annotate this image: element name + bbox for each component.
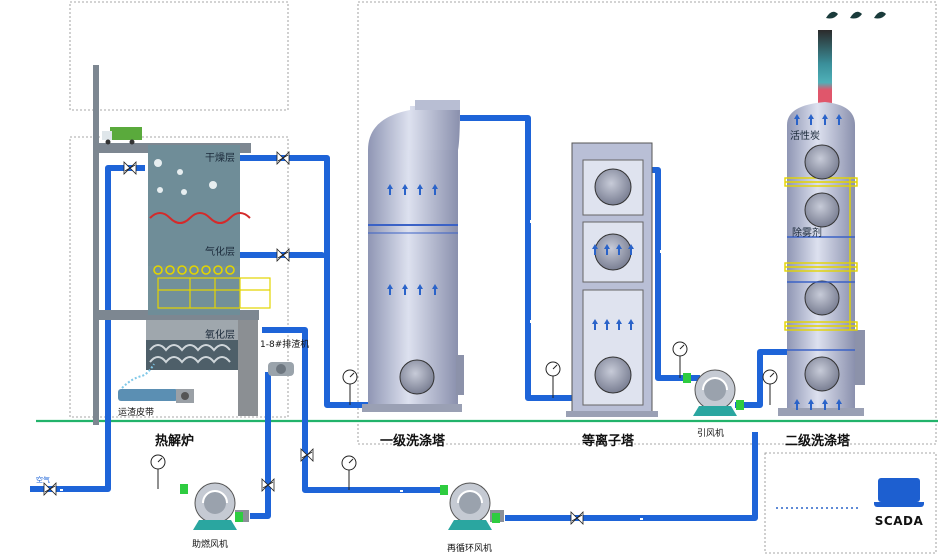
flow-marks bbox=[60, 210, 662, 520]
label-combustion-fan: 助燃风机 bbox=[192, 540, 229, 550]
primary-scrubber bbox=[362, 100, 464, 412]
label-mist-remover: 除雾剂 bbox=[792, 228, 822, 239]
label-recirculation-fan: 再循环风机 bbox=[447, 544, 493, 554]
label-gasification-zone: 气化层 bbox=[205, 247, 235, 258]
slag-conveyor bbox=[118, 363, 194, 403]
pipe-network bbox=[30, 115, 790, 521]
label-pyrolysis-furnace: 热解炉 bbox=[155, 434, 195, 449]
label-air-inlet: 空气 bbox=[36, 476, 50, 484]
label-slag-conveyor: 运渣皮带 bbox=[118, 408, 155, 418]
zone-frames bbox=[69, 1, 937, 554]
laptop-icon bbox=[874, 478, 924, 508]
secondary-scrubber bbox=[778, 11, 886, 416]
valves bbox=[43, 151, 584, 525]
scada-label: SCADA bbox=[874, 514, 924, 528]
label-oxidation-zone: 氧化层 bbox=[205, 330, 235, 341]
pyrolysis-furnace bbox=[93, 65, 271, 425]
label-primary-scrubber: 一级洗涤塔 bbox=[380, 434, 446, 449]
label-induced-fan: 引风机 bbox=[697, 429, 725, 439]
pressure-gauges bbox=[150, 341, 778, 490]
recirculation-fan bbox=[440, 482, 504, 530]
combustion-fan bbox=[180, 482, 249, 530]
label-secondary-scrubber: 二级洗涤塔 bbox=[785, 434, 851, 449]
label-drying-zone: 干燥层 bbox=[205, 153, 235, 164]
plasma-tower bbox=[566, 142, 658, 417]
scada-terminal[interactable]: SCADA bbox=[868, 478, 930, 540]
exhaust-fan-units bbox=[268, 362, 294, 376]
label-activated-carbon: 活性炭 bbox=[790, 131, 820, 142]
label-exhaust-fans: 1-8#排渣机 bbox=[260, 340, 310, 350]
label-plasma-tower: 等离子塔 bbox=[582, 434, 635, 449]
induced-fan bbox=[683, 369, 744, 416]
